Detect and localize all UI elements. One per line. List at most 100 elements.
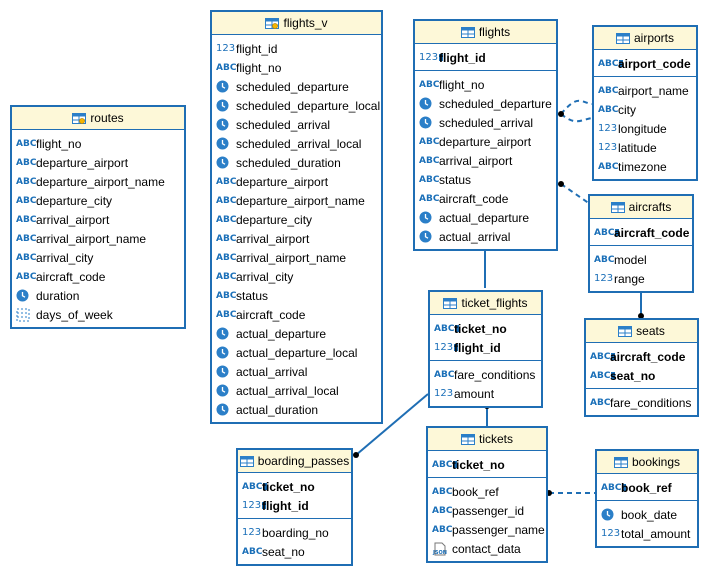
clock-icon (216, 118, 234, 131)
column-row[interactable]: actual_departure_local (212, 343, 381, 362)
column-row[interactable]: scheduled_arrival (415, 113, 556, 132)
column-row[interactable]: days_of_week (12, 305, 184, 324)
number-key-icon: 123 (242, 500, 267, 511)
text-type-icon: ABC (242, 546, 263, 557)
column-row[interactable]: actual_departure (415, 208, 556, 227)
column-name: flight_id (439, 50, 486, 65)
text-type-icon: ABC (419, 79, 440, 90)
text-type-icon: ABC (16, 233, 37, 244)
column-row[interactable]: scheduled_duration (212, 153, 381, 172)
relation-end-dot (638, 313, 644, 319)
column-row[interactable]: scheduled_departure (212, 77, 381, 96)
column-name: amount (454, 386, 495, 401)
column-row[interactable]: actual_arrival_local (212, 381, 381, 400)
column-row[interactable]: book_date (597, 505, 697, 524)
clock-icon (16, 289, 34, 302)
column-row[interactable]: scheduled_departure_local (212, 96, 381, 115)
column-name: departure_airport (439, 134, 532, 149)
table-header: ticket_flights (430, 292, 541, 315)
column-name: actual_arrival (439, 229, 511, 244)
clock-icon (419, 230, 437, 243)
column-row[interactable]: scheduled_departure (415, 94, 556, 113)
column-name: longitude (618, 121, 667, 136)
column-row[interactable]: scheduled_arrival (212, 115, 381, 134)
text-type-icon: ABC (216, 233, 237, 244)
column-row[interactable]: actual_arrival (212, 362, 381, 381)
column-name: arrival_airport_name (36, 231, 147, 246)
column-row[interactable]: duration (12, 286, 184, 305)
text-key-icon: ABC (598, 59, 624, 69)
column-row[interactable]: scheduled_arrival_local (212, 134, 381, 153)
text-type-icon: ABC (216, 271, 237, 282)
table-header: seats (586, 320, 697, 343)
column-row[interactable]: actual_departure (212, 324, 381, 343)
table-title: seats (636, 324, 665, 338)
column-row[interactable]: actual_arrival (415, 227, 556, 246)
column-row[interactable]: actual_duration (212, 400, 381, 419)
